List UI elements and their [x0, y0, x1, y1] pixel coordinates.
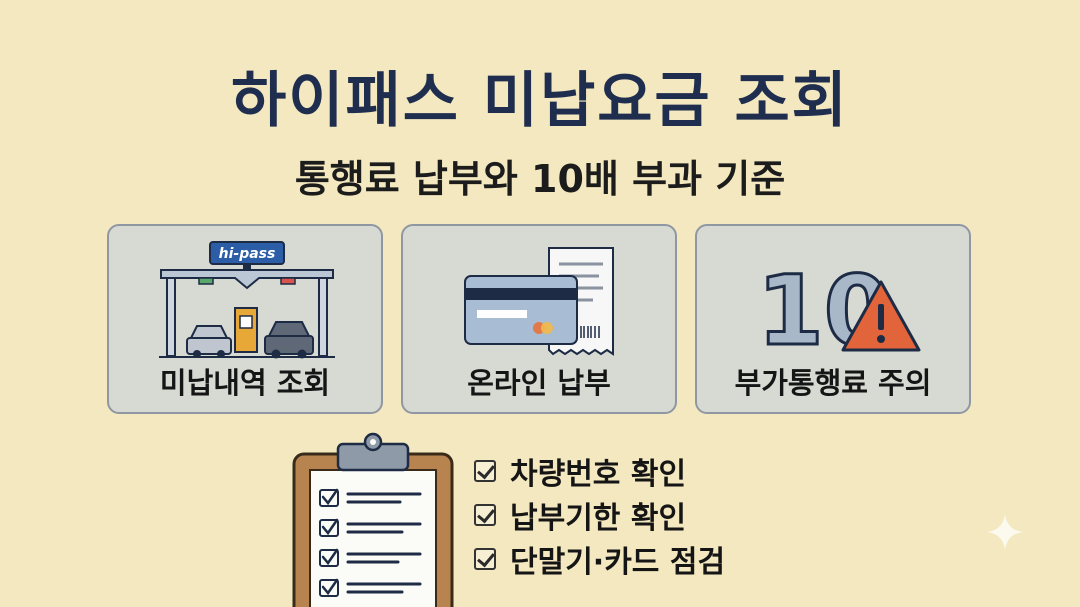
sparkle-icon: [987, 514, 1023, 550]
checklist: 차량번호 확인 납부기한 확인 단말기·카드 점검: [474, 449, 725, 581]
page-title: 하이패스 미납요금 조회: [231, 66, 849, 136]
card-unpaid-lookup[interactable]: hi-pass 미납내역 조회: [107, 224, 383, 414]
card-label-unpaid-lookup: 미납내역 조회: [159, 366, 331, 400]
checkbox-checked-icon: [474, 504, 496, 526]
checkbox-checked-icon: [474, 460, 496, 482]
checklist-item-label: 납부기한 확인: [510, 501, 687, 536]
checklist-item: 단말기·카드 점검: [474, 537, 725, 581]
clipboard-icon: [292, 432, 454, 607]
card-receipt-icon: [464, 247, 614, 356]
checklist-item-label: 단말기·카드 점검: [510, 545, 726, 580]
checklist-item: 납부기한 확인: [474, 493, 725, 537]
checklist-item-label: 차량번호 확인: [510, 457, 687, 492]
ten-warning-icon: 10: [756, 254, 921, 369]
card-label-penalty-warning: 부가통행료 주의: [734, 366, 932, 400]
card-online-payment[interactable]: 온라인 납부: [401, 224, 677, 414]
card-penalty-warning[interactable]: 10 부가통행료 주의: [695, 224, 971, 414]
checklist-item: 차량번호 확인: [474, 449, 725, 493]
checkbox-checked-icon: [474, 548, 496, 570]
tollgate-icon: hi-pass: [159, 241, 335, 359]
hipass-logo-text: hi-pass: [219, 246, 276, 262]
card-label-online-payment: 온라인 납부: [467, 366, 611, 400]
page-subtitle: 통행료 납부와 10배 부과 기준: [294, 157, 786, 201]
